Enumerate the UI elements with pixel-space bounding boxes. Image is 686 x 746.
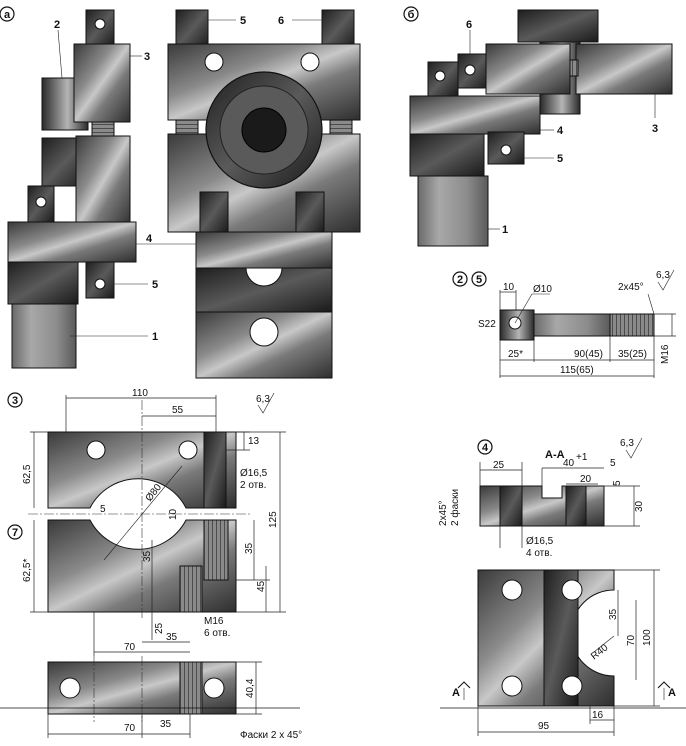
part-1-block-b xyxy=(417,175,489,247)
plate-chamfers: Фаски 2 x 45° xyxy=(240,730,302,741)
label-part-4-b: 4 xyxy=(557,125,564,137)
label-part-5-c: 5 xyxy=(557,153,563,165)
block-radius: R40 xyxy=(589,642,611,662)
plate-hole-dia: Ø16,5 xyxy=(240,468,268,479)
detail-marker-4: 4 xyxy=(482,442,489,454)
section-label: A-A xyxy=(545,449,565,461)
label-part-3-a: 3 xyxy=(144,51,150,63)
plate-dim-62-5: 62,5 xyxy=(22,464,33,484)
plate-dim-62-5-star: 62,5* xyxy=(22,559,33,582)
block-dim-5-side: 5 xyxy=(612,480,623,486)
detail-plates-3-7: 3 7 110 55 13 Ø16,5 2 отв. 62,5 62,5* xyxy=(0,388,302,741)
bolt-hole-dia: Ø10 xyxy=(533,284,552,295)
plate-dim-35-right: 35 xyxy=(244,542,255,554)
block-hole-dia: Ø16,5 xyxy=(526,536,554,547)
label-part-3-b: 3 xyxy=(652,123,658,135)
plate-dim-35-mid: 35 xyxy=(142,550,153,562)
plate-dim-55: 55 xyxy=(172,405,184,416)
block-dim-16: 16 xyxy=(592,710,604,721)
clamp-plate-b-part-3 xyxy=(575,43,673,95)
plate-dim-35-plan: 35 xyxy=(160,719,172,730)
label-part-5-a: 5 xyxy=(240,15,246,27)
plate-dim-110: 110 xyxy=(132,388,148,399)
plate-bore-dia: Ø80 xyxy=(144,482,165,504)
label-part-6-b: 6 xyxy=(466,19,472,31)
view-a-assembly: а 2 xyxy=(0,6,361,379)
plate-thread-count: 6 отв. xyxy=(204,628,230,639)
detail-block-4: 4 A-A 6,3 25 40 +1 5 20 5 30 2x45° 2 фас… xyxy=(438,437,686,736)
base-plate-part-4-front xyxy=(195,231,333,269)
block-dim-25: 25 xyxy=(493,460,505,471)
label-part-4-a: 4 xyxy=(146,233,153,245)
plate-dim-70: 70 xyxy=(124,642,136,653)
bolt-dim-25: 25* xyxy=(508,349,523,360)
block-dim-30: 30 xyxy=(634,500,645,512)
jaw-block-lower-side xyxy=(75,135,131,229)
jaw-block-b xyxy=(485,43,571,95)
detail-marker-5: 5 xyxy=(476,274,482,286)
block-dim-40-tol: +1 xyxy=(576,452,588,463)
view-b-marker: б xyxy=(408,9,415,21)
bolt-dim-115: 115(65) xyxy=(560,365,594,376)
label-part-5-b: 5 xyxy=(152,279,158,291)
cut-plane-left: A xyxy=(452,687,460,699)
cut-plane-right: A xyxy=(668,687,676,699)
label-part-2: 2 xyxy=(54,19,60,31)
bolt-shank xyxy=(533,313,611,337)
view-b-perspective: б 6 3 4 5 1 xyxy=(403,6,673,247)
bolt-thread xyxy=(609,313,655,337)
detail-marker-3: 3 xyxy=(12,395,18,407)
detail-marker-7: 7 xyxy=(12,527,18,539)
bolt-m16: M16 xyxy=(660,344,671,364)
plate-dim-45: 45 xyxy=(256,580,267,592)
label-part-1-b: 1 xyxy=(502,224,508,236)
block-dim-70: 70 xyxy=(626,634,637,646)
plate-roughness: 6,3 xyxy=(256,394,270,405)
bolt-dim-35: 35(25) xyxy=(618,349,647,360)
block-chamfer-b: 2 фаски xyxy=(449,489,461,526)
plate-hole-count: 2 отв. xyxy=(240,480,266,491)
bolt-chamfer: 2x45° xyxy=(618,282,644,293)
block-dim-20: 20 xyxy=(580,474,592,485)
plate-dim-5: 5 xyxy=(100,504,106,515)
bolt-s22: S22 xyxy=(478,319,496,330)
block-dim-100: 100 xyxy=(642,629,653,646)
label-part-1-a: 1 xyxy=(152,331,158,343)
block-dim-95: 95 xyxy=(538,721,550,732)
block-hole-count: 4 отв. xyxy=(526,548,552,559)
detail-bolt-2-5: 2 5 10 Ø10 2x45° S22 25* 90(45) 35(25) 1… xyxy=(452,269,676,378)
plate-dim-40-4: 40,4 xyxy=(245,678,256,698)
bolt-dim-90: 90(45) xyxy=(574,349,603,360)
plate-dim-70-plan: 70 xyxy=(124,723,136,734)
base-plate-part-4-side xyxy=(7,221,137,263)
bolt-roughness: 6,3 xyxy=(656,270,670,281)
part-1-block-side xyxy=(11,303,77,369)
plate-dim-25: 25 xyxy=(154,622,165,634)
view-a-marker: а xyxy=(4,9,11,21)
detail-marker-2: 2 xyxy=(457,274,463,286)
block-dim-5-top: 5 xyxy=(610,458,616,469)
block-roughness: 6,3 xyxy=(620,438,634,449)
bolt-dim-10: 10 xyxy=(503,282,515,293)
plate-dim-10: 10 xyxy=(168,508,179,520)
jaw-block-upper-side xyxy=(73,43,131,123)
plate-dim-125: 125 xyxy=(268,511,279,528)
plate-dim-35-bottom: 35 xyxy=(166,632,178,643)
label-part-6-a: 6 xyxy=(278,15,284,27)
block-dim-40: 40 xyxy=(563,458,575,469)
plate-thread: M16 xyxy=(204,616,224,627)
base-plate-b-part-4 xyxy=(409,95,541,135)
plate-dim-13: 13 xyxy=(248,436,260,447)
block-dim-35: 35 xyxy=(608,608,619,620)
block-chamfer-a: 2x45° xyxy=(438,500,449,526)
